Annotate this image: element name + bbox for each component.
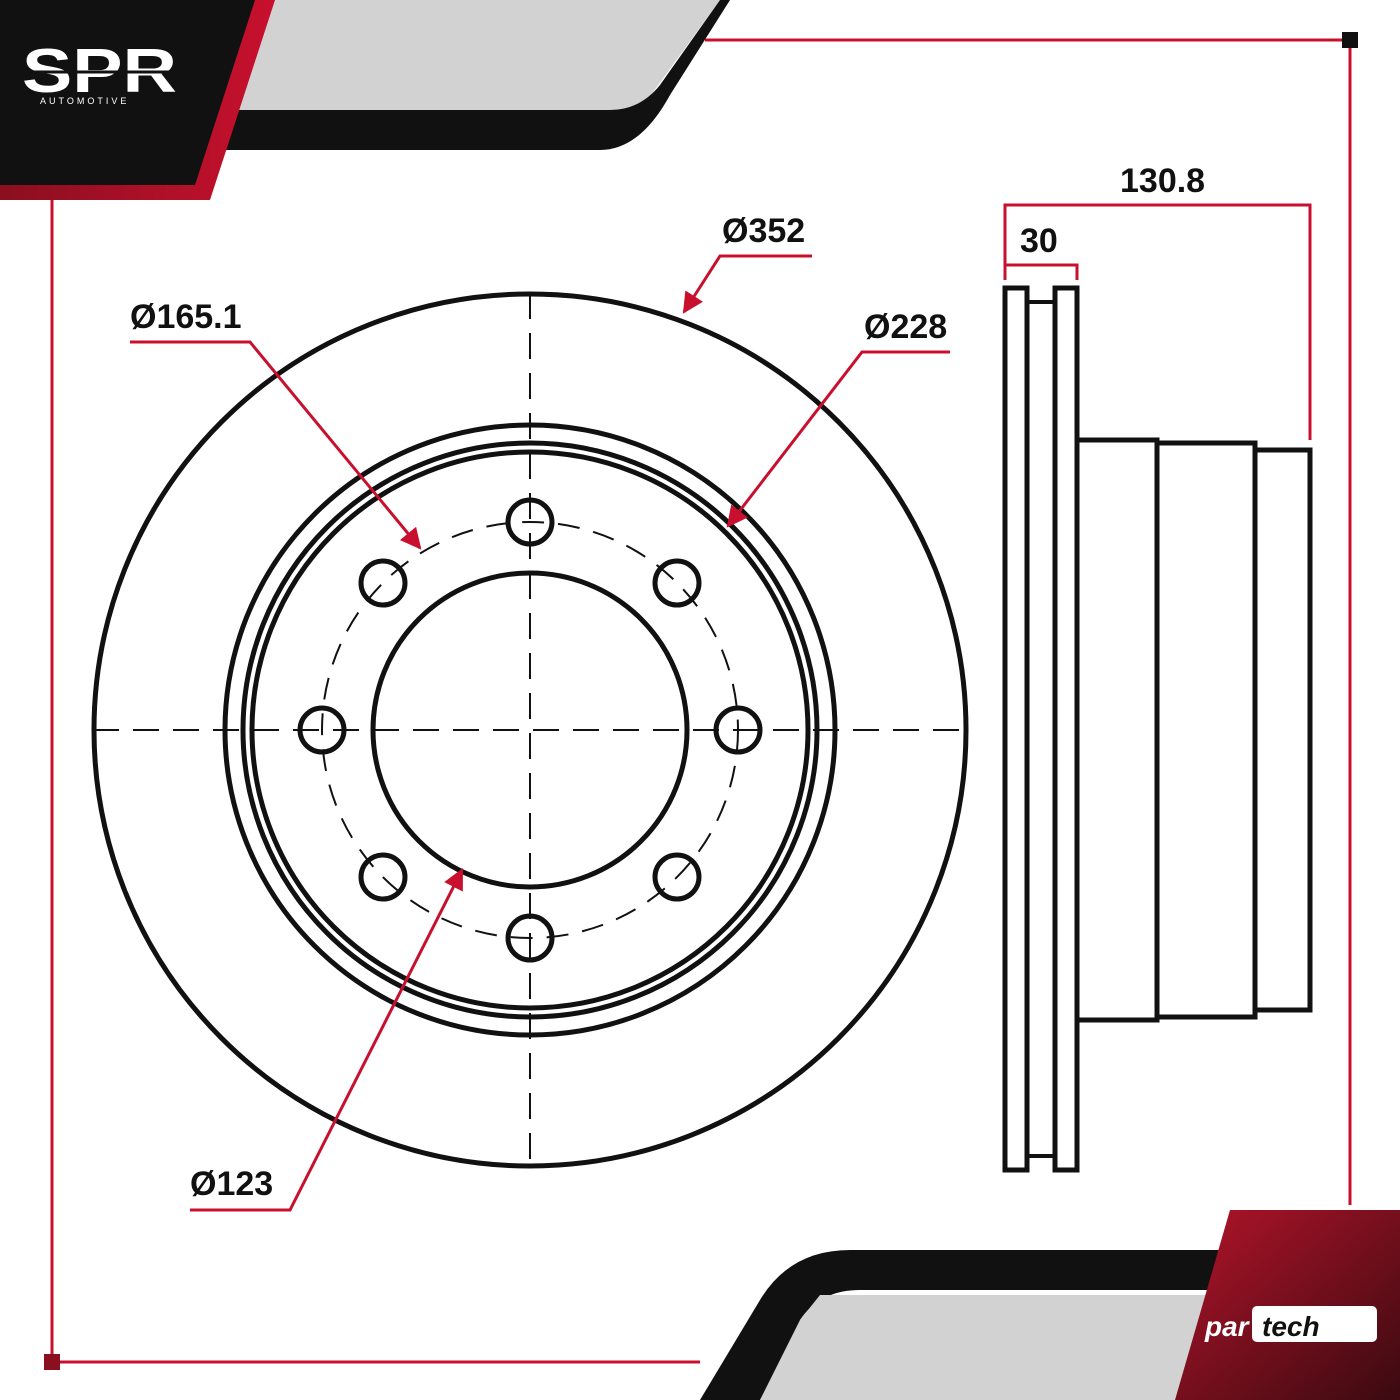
disc-side-view <box>1002 285 1313 1173</box>
label-disc-thickness: 30 <box>1020 222 1058 260</box>
bolt-hole <box>652 558 702 608</box>
bolt-hole <box>505 913 555 963</box>
frame-corner-top <box>1342 32 1358 48</box>
top-banner <box>0 0 730 200</box>
svg-text:AUTOMOTIVE: AUTOMOTIVE <box>40 96 129 106</box>
bolt-hole <box>505 497 555 547</box>
dimension-leaders <box>130 203 1312 1212</box>
label-total-height: 130.8 <box>1120 162 1205 200</box>
spr-logo: SPR AUTOMOTIVE <box>22 37 180 106</box>
label-center-bore: Ø123 <box>190 1165 273 1203</box>
partech-logo: par tech <box>1204 1306 1377 1342</box>
hat-step-2 <box>1255 447 1313 1013</box>
hat-section <box>1077 437 1160 1023</box>
friction-plate-outer <box>1002 285 1030 1173</box>
label-bolt-circle: Ø165.1 <box>130 298 242 336</box>
hat-step-1 <box>1157 440 1258 1020</box>
bolt-hole <box>358 852 408 902</box>
bolt-holes <box>297 497 763 963</box>
label-outer-diameter: Ø352 <box>722 212 805 250</box>
bolt-hole <box>297 705 347 755</box>
bolt-hole <box>358 558 408 608</box>
bolt-hole <box>713 705 763 755</box>
hat-ring-middle <box>240 440 820 1020</box>
friction-plate-inner <box>1052 285 1080 1173</box>
dimension-labels: Ø352 Ø165.1 Ø228 Ø123 30 130.8 <box>130 162 1205 1203</box>
disc-front-view <box>91 291 969 1169</box>
svg-text:tech: tech <box>1262 1311 1320 1342</box>
svg-text:par: par <box>1204 1311 1251 1342</box>
hat-ring-inner <box>249 449 811 1011</box>
bottom-banner <box>700 1210 1400 1400</box>
label-hat-diameter: Ø228 <box>864 308 947 346</box>
bolt-hole <box>652 852 702 902</box>
red-frame <box>50 38 1352 1364</box>
frame-corner-bottom <box>44 1354 60 1370</box>
